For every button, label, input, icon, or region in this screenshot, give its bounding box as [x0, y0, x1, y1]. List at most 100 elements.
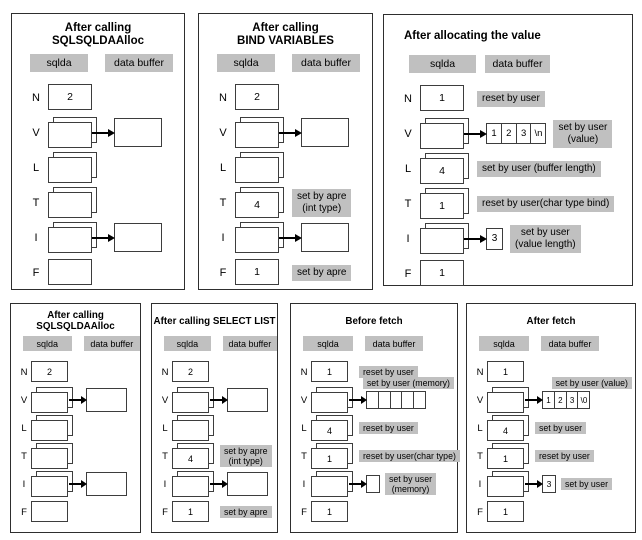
annotation-line: reset by user: [482, 92, 540, 104]
field-label: N: [32, 91, 40, 104]
field-value: 4: [502, 425, 508, 436]
annotation: set by user (value): [551, 377, 632, 389]
pointer-arrow-icon: [92, 131, 108, 134]
sqlda-field-box: 1: [420, 188, 470, 219]
pointer-arrow-icon: [69, 399, 81, 401]
field-label: N: [476, 366, 484, 378]
field-row-i: I: [17, 470, 140, 498]
data-buffer-box: [227, 472, 268, 496]
annotation-line: reset by user: [363, 423, 414, 433]
panel-title-line: After calling SELECT LIST: [153, 315, 276, 327]
single-box: 1: [487, 361, 524, 382]
field-row-f: F: [24, 255, 184, 290]
stack-front-box: [48, 157, 92, 183]
field-row-v: V: [17, 386, 140, 414]
data-buffer-column-header: data buffer: [222, 336, 277, 351]
annotation-line: (value length): [515, 238, 576, 250]
annotation-line: reset by user: [539, 451, 590, 461]
stack-front-box: 4: [487, 420, 524, 441]
stack-front-box: [235, 227, 279, 253]
buffer-cell: 2: [553, 391, 567, 409]
field-label: I: [478, 478, 482, 490]
stack-front-box: 4: [172, 448, 209, 469]
single-box: 2: [48, 84, 92, 110]
sqlda-field-box: 4: [172, 443, 215, 469]
pointer-arrow-icon: [525, 483, 537, 485]
single-box: 1: [311, 361, 348, 382]
single-box: 2: [172, 361, 209, 382]
annotation: reset by user: [359, 422, 418, 434]
single-box: 1: [420, 85, 464, 111]
stack-front-box: [311, 392, 348, 413]
field-value: 1: [187, 506, 193, 517]
field-row-t: T: [24, 185, 184, 220]
sqlda-field-box: 1: [487, 359, 530, 385]
field-label: T: [219, 196, 227, 209]
field-row-v: V: [211, 115, 372, 150]
annotation: set by apre(int type): [220, 445, 272, 467]
data-buffer-box: [301, 223, 349, 252]
annotation-line: set by user (value): [555, 378, 628, 388]
data-buffer-column-header: data buffer: [485, 55, 550, 73]
field-value: 1: [326, 506, 332, 517]
sqlda-field-box: [48, 117, 98, 148]
data-buffer-box: [227, 388, 268, 412]
field-label: I: [22, 478, 26, 490]
sqlda-field-box: 4: [235, 187, 285, 218]
field-label: L: [477, 422, 483, 434]
length-value-box: 3: [542, 475, 556, 493]
panel-title: After allocating the value: [384, 22, 632, 50]
sqlda-field-box: 1: [311, 499, 354, 525]
field-label: T: [301, 450, 307, 462]
field-label: N: [219, 91, 227, 104]
data-buffer-box: [114, 118, 162, 147]
sqlda-field-box: 1: [235, 257, 285, 288]
field-label: N: [300, 366, 308, 378]
data-buffer-box: [301, 118, 349, 147]
annotation: reset by user(char type bind): [477, 195, 615, 212]
sqlda-field-box: [172, 387, 215, 413]
data-buffer-column-header: data buffer: [83, 336, 140, 351]
field-row-l: L: [158, 414, 277, 442]
buffer-cell: [413, 391, 427, 409]
field-label: F: [162, 506, 168, 518]
annotation-line: set by apre: [297, 190, 347, 202]
field-label: I: [302, 478, 306, 490]
stack-front-box: [31, 476, 68, 497]
field-row-i: I: [211, 220, 372, 255]
field-label: V: [32, 126, 40, 139]
panel-title-line: SQLSQLDAAlloc: [36, 321, 115, 332]
length-value-box: 3: [486, 227, 503, 250]
field-label: I: [221, 231, 225, 244]
sqlda-field-box: [311, 387, 354, 413]
field-label: T: [32, 196, 40, 209]
single-box: [48, 259, 92, 285]
field-row-i: I: [24, 220, 184, 255]
panel-title: Before fetch: [291, 310, 457, 332]
field-label: V: [20, 394, 28, 406]
sqlda-column-header: sqlda: [217, 54, 275, 72]
field-label: I: [34, 231, 38, 244]
sqlda-field-box: 4: [420, 153, 470, 184]
field-label: T: [21, 450, 27, 462]
field-row-v: V: [158, 386, 277, 414]
panel-title: After fetch: [467, 310, 635, 332]
field-label: L: [32, 161, 40, 174]
stack-front-box: 1: [311, 448, 348, 469]
field-value: 1: [439, 92, 445, 104]
